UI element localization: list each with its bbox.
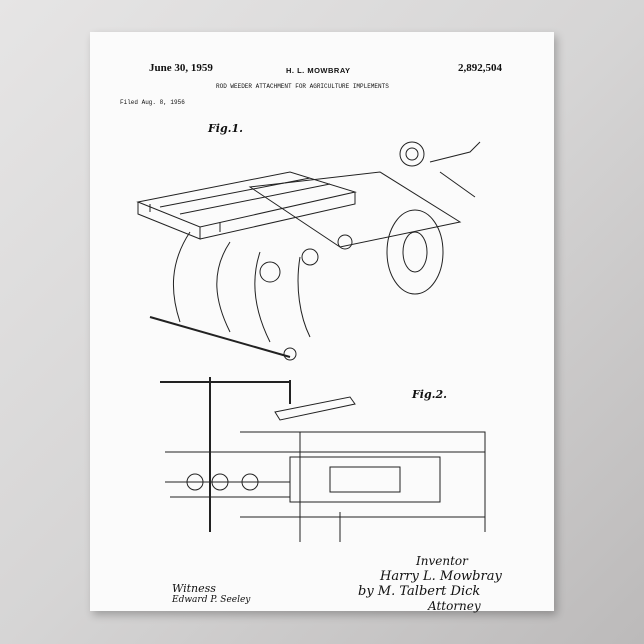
inventor-header: H. L. MOWBRAY [286, 66, 351, 75]
inventor-name: Harry L. Mowbray [380, 569, 502, 584]
patent-number: 2,892,504 [458, 62, 502, 74]
attorney-label: Attorney [428, 599, 481, 613]
patent-date: June 30, 1959 [149, 62, 213, 74]
patent-poster: June 30, 1959 H. L. MOWBRAY 2,892,504 RO… [90, 32, 554, 613]
witness-label: Witness [172, 582, 216, 595]
figure-1-label: Fig.1. [208, 122, 243, 135]
filed-date: Filed Aug. 8, 1956 [120, 99, 185, 106]
figure-1-drawing [136, 141, 481, 361]
attorney-signature: by M. Talbert Dick [358, 584, 481, 599]
figure-2-label: Fig.2. [412, 388, 447, 401]
patent-drawings [136, 141, 486, 542]
witness-signature: Edward P. Seeley [172, 595, 251, 605]
figure-2-drawing [160, 377, 486, 542]
inventor-label: Inventor [416, 554, 468, 568]
patent-title: ROD WEEDER ATTACHMENT FOR AGRICULTURE IM… [216, 83, 389, 90]
